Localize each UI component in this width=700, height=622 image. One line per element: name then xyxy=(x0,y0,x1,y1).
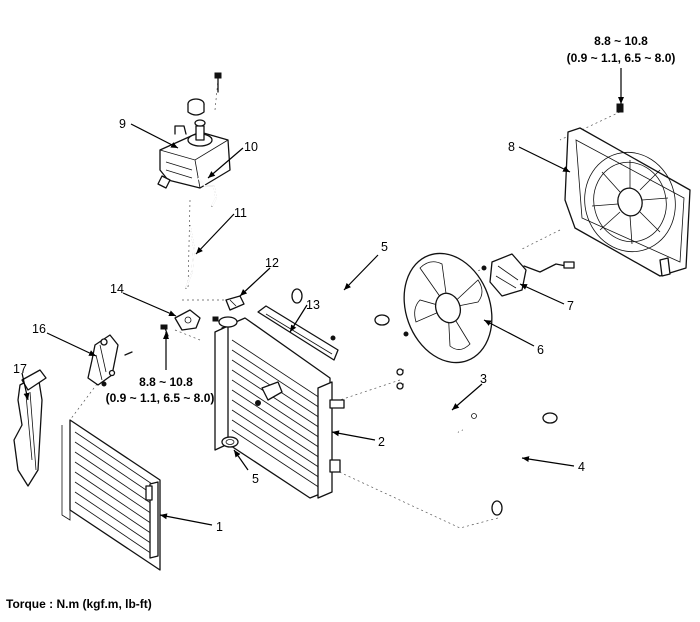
lower-hose-clamp xyxy=(221,436,239,448)
callout-4: 4 xyxy=(578,460,585,474)
torque-alt-units: (0.9 ~ 1.1, 6.5 ~ 8.0) xyxy=(106,391,215,405)
callout-8: 8 xyxy=(508,140,515,154)
callout-1: 1 xyxy=(216,520,223,534)
oil-cooler-hoses xyxy=(396,368,477,434)
callout-17: 17 xyxy=(13,362,27,376)
torque-alt-units: (0.9 ~ 1.1, 6.5 ~ 8.0) xyxy=(567,51,676,65)
callout-13: 13 xyxy=(306,298,320,312)
radiator xyxy=(214,316,345,499)
fan-shroud xyxy=(564,103,691,277)
callout-12: 12 xyxy=(265,256,279,270)
callout-5-lower: 5 xyxy=(252,472,259,486)
callout-5-upper: 5 xyxy=(381,240,388,254)
reservoir-overflow-hose xyxy=(197,177,217,207)
reservoir-tank xyxy=(157,125,231,189)
torque-value: 8.8 ~ 10.8 xyxy=(594,34,648,48)
radiator-cap xyxy=(225,295,245,311)
radiator-upper-air-guard xyxy=(257,305,339,361)
callout-14: 14 xyxy=(110,282,124,296)
lower-radiator-hose xyxy=(491,412,558,516)
callout-10: 10 xyxy=(244,140,258,154)
condenser xyxy=(61,419,161,571)
torque-spec-shroud: 8.8 ~ 10.8 (0.9 ~ 1.1, 6.5 ~ 8.0) xyxy=(567,34,676,65)
torque-spec-bracket: 8.8 ~ 10.8 (0.9 ~ 1.1, 6.5 ~ 8.0) xyxy=(106,375,215,405)
callout-6: 6 xyxy=(537,343,544,357)
cooling-fan xyxy=(403,252,493,364)
fan-motor xyxy=(481,253,575,297)
torque-value: 8.8 ~ 10.8 xyxy=(139,375,193,389)
callout-3: 3 xyxy=(480,372,487,386)
reservoir-cap xyxy=(187,72,222,127)
callout-2: 2 xyxy=(378,435,385,449)
reservoir-hose xyxy=(185,225,195,289)
callout-16: 16 xyxy=(32,322,46,336)
callout-11: 11 xyxy=(234,206,247,220)
callout-9: 9 xyxy=(119,117,126,131)
callout-7: 7 xyxy=(567,299,574,313)
callout-numbers: 1 2 3 4 5 5 6 7 8 9 10 11 12 13 14 16 17 xyxy=(13,117,585,534)
condenser-mount-bracket xyxy=(87,334,133,387)
torque-units-caption: Torque : N.m (kgf.m, lb-ft) xyxy=(6,597,152,611)
upper-radiator-hose xyxy=(291,281,390,326)
callout-leaders xyxy=(21,68,624,526)
air-guard-bracket xyxy=(13,369,47,487)
reservoir-bracket xyxy=(160,309,219,337)
